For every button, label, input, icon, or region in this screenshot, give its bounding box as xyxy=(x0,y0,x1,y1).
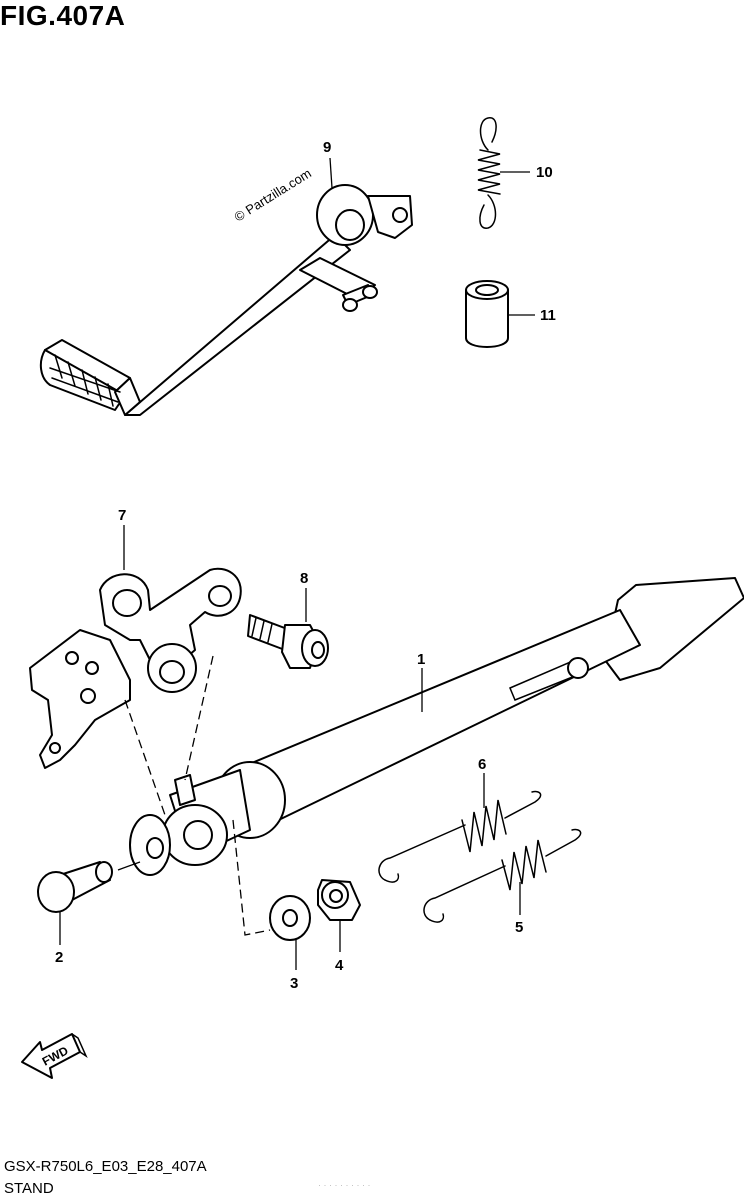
part-5-spring[interactable] xyxy=(423,828,582,923)
part-4-nut[interactable] xyxy=(317,879,361,921)
part-11-collar[interactable] xyxy=(465,280,509,348)
part-10-spring[interactable] xyxy=(477,117,501,229)
alignment-lines xyxy=(117,655,271,936)
part-8-bolt[interactable] xyxy=(247,614,329,669)
figure-subtitle: STAND xyxy=(4,1180,54,1197)
callout-9: 9 xyxy=(323,139,331,156)
callout-7: 7 xyxy=(118,507,126,524)
part-3-washer[interactable] xyxy=(269,895,311,941)
callout-6: 6 xyxy=(478,756,486,773)
figure-title: FIG.407A xyxy=(0,0,126,31)
callout-2: 2 xyxy=(55,949,63,966)
callout-8: 8 xyxy=(300,570,308,587)
callout-1: 1 xyxy=(417,651,425,668)
part-2-pivot-bolt[interactable] xyxy=(37,861,113,913)
callout-5: 5 xyxy=(515,919,523,936)
callout-3: 3 xyxy=(290,975,298,992)
callout-labels: 9 10 11 7 8 1 6 5 2 3 4 xyxy=(55,139,556,992)
faint-footer-text: · · · · · · · · · · xyxy=(318,1180,371,1190)
part-7-bracket[interactable] xyxy=(29,567,242,769)
part-9-shift-lever[interactable] xyxy=(39,184,413,416)
callout-11: 11 xyxy=(540,307,556,324)
part-1-side-stand[interactable] xyxy=(129,577,744,876)
figure-code: GSX-R750L6_E03_E28_407A xyxy=(4,1158,207,1175)
callout-10: 10 xyxy=(536,164,553,181)
callout-4: 4 xyxy=(335,957,344,974)
part-6-spring[interactable] xyxy=(378,790,542,883)
leader-lines xyxy=(59,157,535,970)
watermark-text: © Partzilla.com xyxy=(232,165,314,224)
fwd-arrow-icon: FWD xyxy=(21,1033,88,1079)
